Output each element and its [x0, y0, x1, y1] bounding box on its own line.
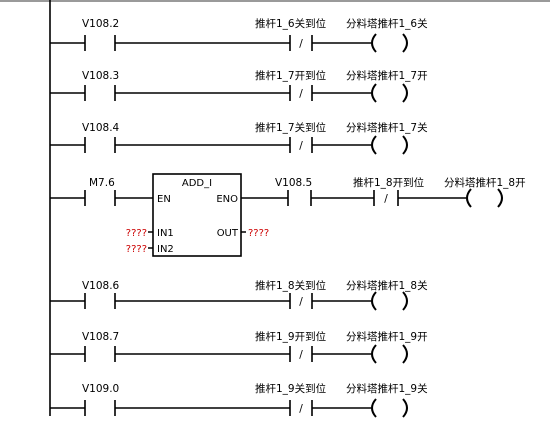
- rung-6[interactable]: V108.7 推杆1_9开到位 分料塔推杆1_9开 /: [50, 330, 428, 364]
- rung-4[interactable]: M7.6 ADD_I EN ENO IN1 IN2 OUT ???? ???? …: [50, 173, 526, 257]
- coil-label: 分料塔推杆1_8开: [444, 176, 526, 189]
- rung-wire: [50, 346, 371, 362]
- rung-3[interactable]: V108.4 推杆1_7关到位 分料塔推杆1_7关 /: [50, 121, 428, 155]
- rung-wire: [50, 35, 371, 51]
- nc-slash: /: [299, 88, 303, 100]
- nc-contact-label: 推杆1_7开到位: [255, 69, 327, 82]
- coil-symbol: [371, 33, 408, 53]
- in2-operand[interactable]: ????: [126, 244, 147, 255]
- nc-slash: /: [299, 140, 303, 152]
- block-title: ADD_I: [182, 178, 212, 189]
- contact-address: V108.2: [82, 18, 119, 30]
- coil-symbol: [371, 398, 408, 418]
- nc-slash: /: [384, 193, 388, 205]
- contact-address-2: V108.5: [275, 177, 312, 189]
- contact-address: V109.0: [82, 383, 119, 395]
- rung-wire: [50, 137, 371, 153]
- nc-contact-label: 推杆1_6关到位: [255, 17, 327, 30]
- nc-contact-label: 推杆1_8关到位: [255, 279, 327, 292]
- nc-contact-label: 推杆1_7关到位: [255, 121, 327, 134]
- coil-label: 分料塔推杆1_8关: [346, 279, 428, 292]
- coil-symbol: [466, 188, 503, 208]
- rung-7[interactable]: V109.0 推杆1_9关到位 分料塔推杆1_9关 /: [50, 382, 428, 418]
- nc-slash: /: [299, 403, 303, 415]
- pin-stubs: [148, 231, 246, 249]
- nc-contact-label: 推杆1_8开到位: [353, 176, 425, 189]
- rung-wire: [50, 85, 371, 101]
- coil-symbol: [371, 135, 408, 155]
- coil-label: 分料塔推杆1_7关: [346, 121, 428, 134]
- coil-label: 分料塔推杆1_7开: [346, 69, 428, 82]
- en-pin-label: EN: [157, 194, 171, 205]
- nc-contact-label: 推杆1_9关到位: [255, 382, 327, 395]
- out-pin-label: OUT: [217, 228, 239, 239]
- block-frame: [152, 173, 242, 257]
- coil-symbol: [371, 291, 408, 311]
- add-i-function-block[interactable]: ADD_I EN ENO IN1 IN2 OUT: [148, 173, 246, 257]
- in1-pin-label: IN1: [157, 228, 174, 239]
- contact-address: V108.7: [82, 331, 119, 343]
- coil-symbol: [371, 83, 408, 103]
- in1-operand[interactable]: ????: [126, 228, 147, 239]
- eno-pin-label: ENO: [216, 194, 238, 205]
- rung-5[interactable]: V108.6 推杆1_8关到位 分料塔推杆1_8关 /: [50, 279, 428, 311]
- rung-wire: [50, 293, 371, 309]
- coil-label: 分料塔推杆1_9开: [346, 330, 428, 343]
- nc-slash: /: [299, 296, 303, 308]
- contact-address: M7.6: [89, 177, 115, 189]
- contact-address: V108.6: [82, 280, 120, 292]
- rung-1[interactable]: V108.2 推杆1_6关到位 分料塔推杆1_6关 /: [50, 17, 428, 53]
- nc-slash: /: [299, 349, 303, 361]
- contact-address: V108.3: [82, 70, 119, 82]
- nc-slash: /: [299, 38, 303, 50]
- in2-pin-label: IN2: [157, 244, 174, 255]
- rung-wire-2: [241, 190, 466, 206]
- rung-2[interactable]: V108.3 推杆1_7开到位 分料塔推杆1_7开 /: [50, 69, 428, 103]
- out-operand[interactable]: ????: [248, 228, 269, 239]
- coil-label: 分料塔推杆1_9关: [346, 382, 428, 395]
- nc-contact-label: 推杆1_9开到位: [255, 330, 327, 343]
- coil-symbol: [371, 344, 408, 364]
- contact-address: V108.4: [82, 122, 120, 134]
- rung-wire: [50, 400, 371, 416]
- coil-label: 分料塔推杆1_6关: [346, 17, 428, 30]
- rung-wire: [50, 190, 153, 206]
